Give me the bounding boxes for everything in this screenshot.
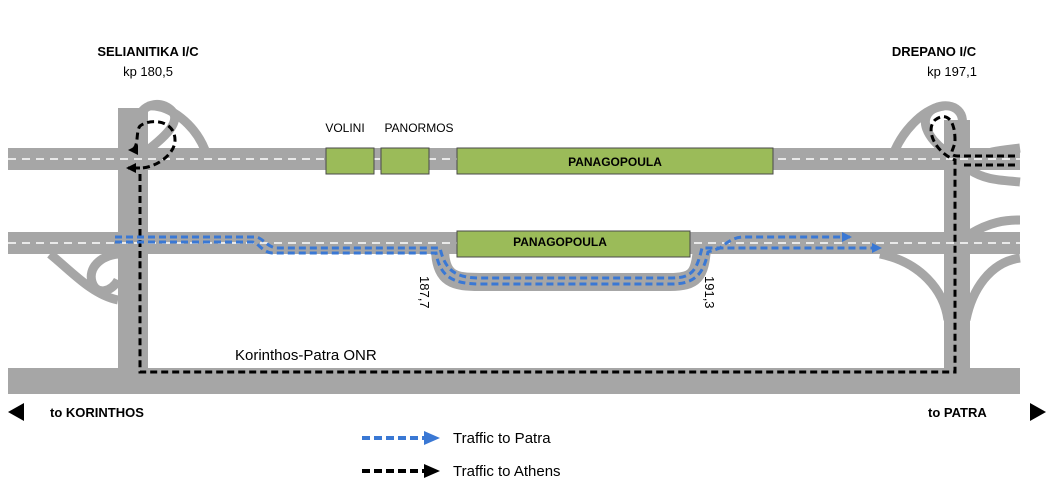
tunnel-volini: [325, 147, 375, 175]
panagopoula-upper-label: PANAGOPOULA: [568, 155, 662, 169]
legend: Traffic to Patra Traffic to Athens: [362, 430, 561, 480]
drepano-kp: kp 197,1: [927, 64, 977, 79]
patra-traffic-route: [115, 232, 882, 286]
tunnel-panormos: [380, 147, 430, 175]
selianitika-lower-ramp: [47, 250, 120, 305]
tunnels: [325, 147, 774, 258]
panagopoula-lower-label: PANAGOPOULA: [513, 235, 607, 249]
tunnel-panagopoula-upper: [456, 147, 774, 175]
athens-route-main: [138, 115, 1015, 374]
drepano-upper-exit: [967, 166, 1021, 187]
patra-route-upper: [115, 235, 882, 280]
right-direction-arrow: [1030, 403, 1046, 421]
legend-patra-arrow-icon: [424, 431, 440, 445]
old-national-road-label: Korinthos-Patra ONR: [235, 347, 377, 364]
legend-patra-label: Traffic to Patra: [453, 430, 551, 447]
selianitika-name: SELIANITIKA I/C: [97, 44, 199, 59]
athens-traffic-route: [128, 115, 1015, 374]
ramps: [47, 100, 1021, 321]
drepano-lower-ramp-left: [879, 249, 953, 321]
selianitika-upper-ramp: [147, 101, 210, 152]
selianitika-lower-loop: [86, 249, 123, 296]
drepano-upper-ramp: [890, 101, 945, 152]
chainage-start: 187,7: [417, 276, 432, 309]
patra-route-lower: [115, 232, 852, 286]
selianitika-kp: kp 180,5: [123, 64, 173, 79]
left-direction-arrow: [8, 403, 24, 421]
panagopoula-bypass: [431, 247, 711, 291]
legend-athens-arrow-icon: [424, 464, 440, 478]
drepano-upper-entry: [967, 143, 1021, 165]
chainage-end: 191,3: [702, 276, 717, 309]
athens-route-selianitika: [130, 120, 177, 258]
direction-patra: to PATRA: [928, 405, 987, 420]
panormos-label: PANORMOS: [384, 121, 453, 135]
right-connector-road: [944, 120, 970, 378]
drepano-lower-ramp-right: [961, 253, 1021, 321]
tunnel-panagopoula-lower: [456, 230, 691, 258]
drepano-name: DREPANO I/C: [892, 44, 977, 59]
drepano-lower-entry: [967, 215, 1021, 238]
volini-label: VOLINI: [325, 121, 364, 135]
direction-korinthos: to KORINTHOS: [50, 405, 144, 420]
legend-athens-label: Traffic to Athens: [453, 463, 561, 480]
